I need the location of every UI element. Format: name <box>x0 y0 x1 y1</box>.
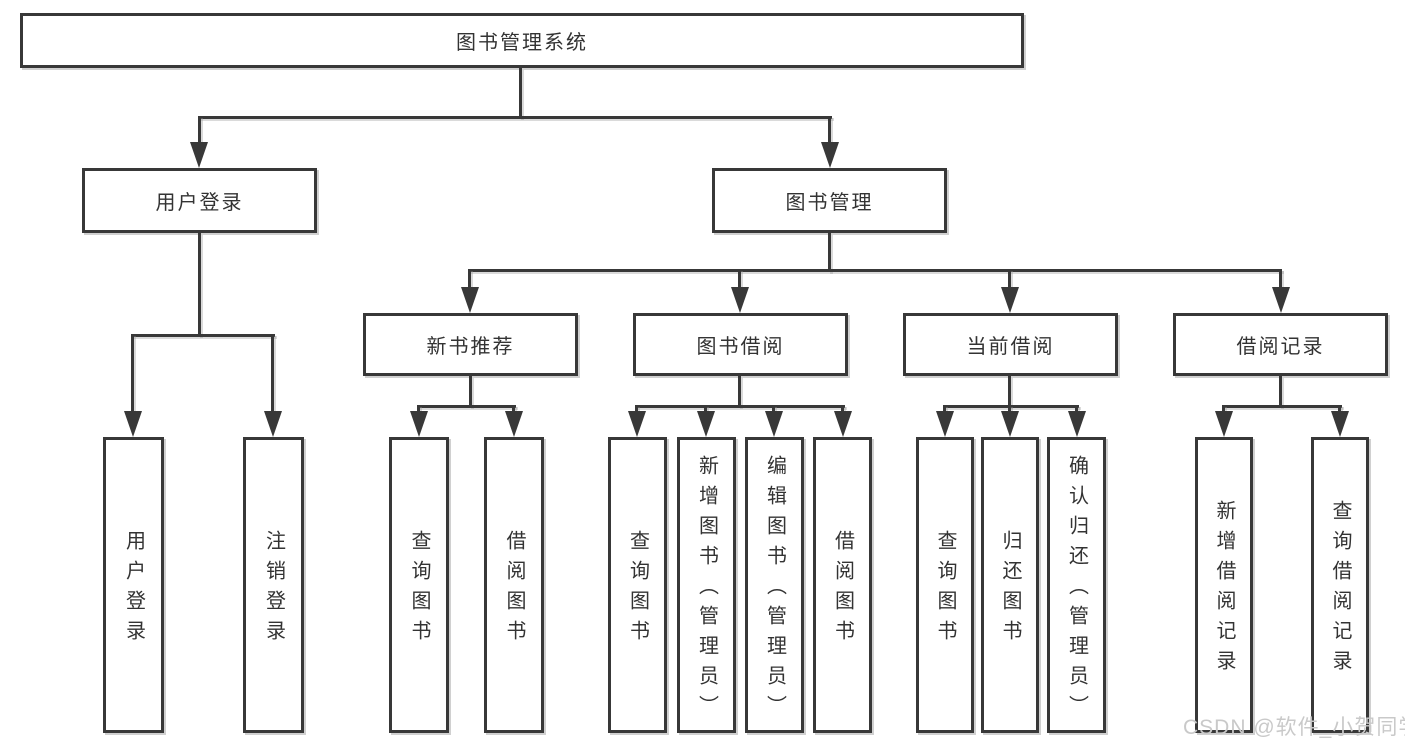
connector-current-stem <box>1008 376 1011 407</box>
arrow-down-leaf-user-login <box>124 411 142 437</box>
arrow-down-book-borrow <box>731 287 749 313</box>
connector-current-rail <box>943 405 1079 408</box>
leaf-confirm-return-label: 确认归还（管理员） <box>1065 455 1088 725</box>
leaf-confirm-return: 确认归还（管理员） <box>1047 437 1106 733</box>
arrow-down-user-login <box>190 142 208 168</box>
leaf-logout-label: 注销登录 <box>262 530 285 650</box>
node-current-borrow: 当前借阅 <box>903 313 1118 376</box>
leaf-return-book-label: 归还图书 <box>999 530 1021 650</box>
arrow-down-borrow-book-2 <box>834 411 852 437</box>
csdn-watermark: CSDN @软件_小贺同学 <box>1183 716 1405 739</box>
leaf-add-book-label: 新增图书（管理员） <box>695 455 718 725</box>
node-book-borrow-label: 图书借阅 <box>696 336 785 358</box>
connector-borrow-stem <box>738 376 741 407</box>
leaf-edit-book: 编辑图书（管理员） <box>745 437 804 733</box>
arrow-down-current-borrow <box>1001 287 1019 313</box>
leaf-query-book-2-label: 查询图书 <box>626 530 649 650</box>
connector-rec-stem <box>469 376 472 407</box>
arrow-down-query-record <box>1331 411 1349 437</box>
arrow-down-query-book-1 <box>410 411 428 437</box>
node-book-borrow: 图书借阅 <box>633 313 848 376</box>
arrow-down-book-mgmt <box>821 142 839 168</box>
leaf-add-record-label: 新增借阅记录 <box>1213 500 1235 680</box>
connector-root-drop-left <box>198 116 201 154</box>
connector-mgmt-drop-4 <box>1279 269 1282 299</box>
node-book-mgmt-label: 图书管理 <box>785 192 874 214</box>
node-new-book-rec: 新书推荐 <box>363 313 578 376</box>
leaf-query-record-label: 查询借阅记录 <box>1329 500 1351 680</box>
leaf-return-book: 归还图书 <box>981 437 1039 733</box>
arrow-down-add-record <box>1215 411 1233 437</box>
arrow-down-edit-book <box>765 411 783 437</box>
leaf-edit-book-label: 编辑图书（管理员） <box>763 455 786 725</box>
leaf-query-record: 查询借阅记录 <box>1311 437 1369 733</box>
node-root-label: 图书管理系统 <box>456 32 588 54</box>
node-current-borrow-label: 当前借阅 <box>966 336 1055 358</box>
node-root: 图书管理系统 <box>20 13 1024 68</box>
connector-mgmt-stem <box>828 233 831 272</box>
leaf-borrow-book-2: 借阅图书 <box>813 437 872 733</box>
arrow-down-query-book-2 <box>628 411 646 437</box>
node-borrow-records: 借阅记录 <box>1173 313 1388 376</box>
leaf-add-record: 新增借阅记录 <box>1195 437 1253 733</box>
arrow-down-query-book-3 <box>936 411 954 437</box>
leaf-query-book-3-label: 查询图书 <box>934 530 956 650</box>
connector-root-stem <box>519 68 522 118</box>
connector-mgmt-drop-1 <box>468 269 471 299</box>
connector-login-drop-2 <box>271 334 274 424</box>
connector-root-rail <box>198 116 832 119</box>
arrow-down-leaf-logout <box>264 411 282 437</box>
node-book-mgmt: 图书管理 <box>712 168 947 233</box>
leaf-borrow-book-2-label: 借阅图书 <box>831 530 854 650</box>
leaf-query-book-2: 查询图书 <box>608 437 667 733</box>
leaf-user-login: 用户登录 <box>103 437 164 733</box>
arrow-down-new-book-rec <box>461 287 479 313</box>
connector-records-stem <box>1279 376 1282 407</box>
connector-records-rail <box>1222 405 1342 408</box>
leaf-query-book-1-label: 查询图书 <box>408 530 430 650</box>
arrow-down-borrow-book-1 <box>505 411 523 437</box>
node-new-book-rec-label: 新书推荐 <box>426 336 515 358</box>
connector-mgmt-drop-3 <box>1008 269 1011 299</box>
leaf-query-book-1: 查询图书 <box>389 437 449 733</box>
leaf-user-login-label: 用户登录 <box>122 530 145 650</box>
node-user-login: 用户登录 <box>82 168 317 233</box>
connector-login-stem <box>198 233 201 336</box>
connector-login-rail <box>131 334 275 337</box>
connector-mgmt-drop-2 <box>738 269 741 299</box>
connector-mgmt-rail <box>468 269 1282 272</box>
node-user-login-label: 用户登录 <box>155 192 244 214</box>
connector-rec-rail <box>417 405 516 408</box>
leaf-borrow-book-1: 借阅图书 <box>484 437 544 733</box>
connector-borrow-rail <box>635 405 845 408</box>
arrow-down-confirm-return <box>1068 411 1086 437</box>
arrow-down-add-book <box>697 411 715 437</box>
arrow-down-return-book <box>1001 411 1019 437</box>
node-borrow-records-label: 借阅记录 <box>1236 336 1325 358</box>
leaf-add-book: 新增图书（管理员） <box>677 437 736 733</box>
leaf-logout: 注销登录 <box>243 437 304 733</box>
arrow-down-borrow-records <box>1272 287 1290 313</box>
connector-root-drop-right <box>828 116 831 154</box>
leaf-query-book-3: 查询图书 <box>916 437 974 733</box>
connector-login-drop-1 <box>131 334 134 424</box>
leaf-borrow-book-1-label: 借阅图书 <box>503 530 525 650</box>
